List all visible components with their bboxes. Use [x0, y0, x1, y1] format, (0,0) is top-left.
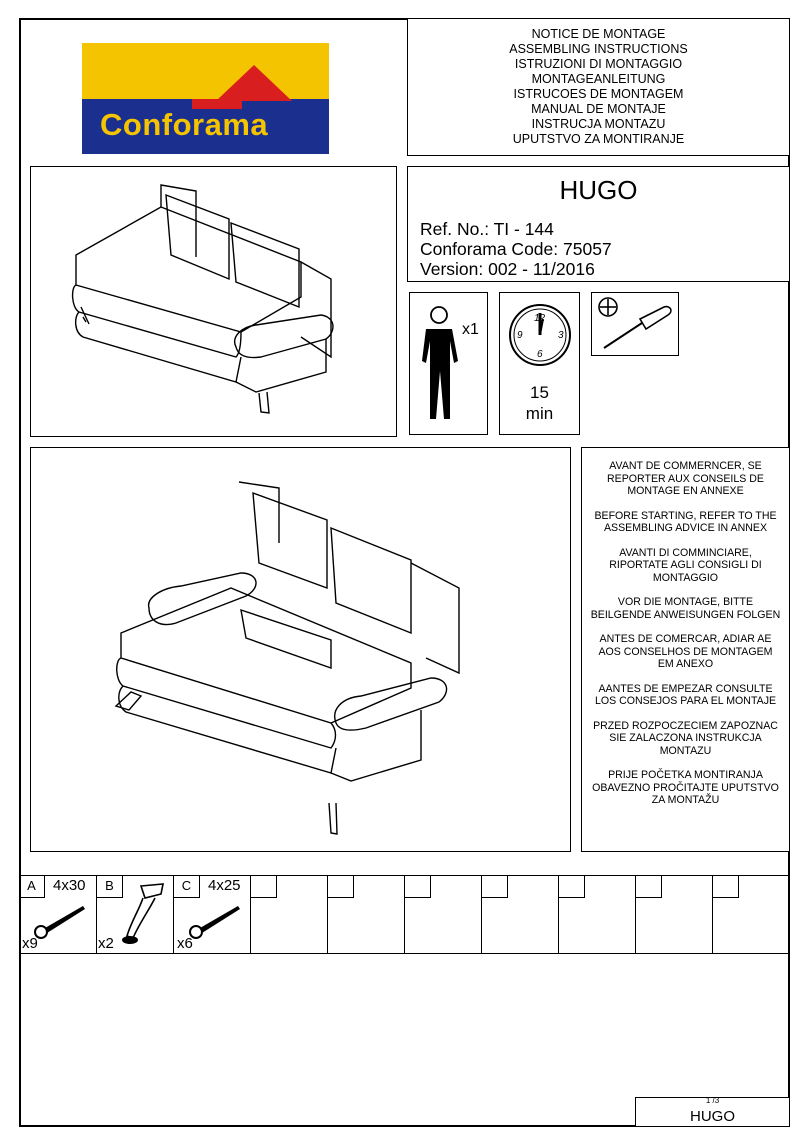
part-tab-empty — [405, 876, 431, 898]
part-tab-empty — [251, 876, 277, 898]
clock-3: 3 — [558, 330, 564, 341]
product-name: HUGO — [559, 175, 638, 205]
house-palm-icon — [192, 61, 292, 109]
ref-number: Ref. No.: TI - 144 — [420, 219, 554, 239]
part-c-qty: x6 — [177, 935, 193, 952]
conforama-logo: Conforama — [82, 43, 329, 154]
time-unit: min — [525, 404, 554, 423]
logo-wordmark: Conforama — [100, 107, 269, 142]
title-box: NOTICE DE MONTAGE ASSEMBLING INSTRUCTION… — [407, 18, 790, 156]
title-fr: NOTICE DE MONTAGE — [531, 27, 666, 41]
sofa-open-box — [30, 447, 571, 852]
part-tab-empty — [713, 876, 739, 898]
persons-box: x1 — [409, 292, 488, 435]
part-c-size: 4x25 — [208, 877, 241, 894]
part-cell-empty — [635, 876, 712, 954]
page-number: 1 /3 — [705, 1096, 720, 1105]
part-cell-empty — [558, 876, 635, 954]
sofa-leg-icon — [122, 883, 164, 944]
worker-icon — [422, 306, 458, 419]
advice-pl: PRZED ROZPOCZECIEM ZAPOZNAC SIE ZALACZON… — [593, 719, 778, 757]
part-a-qty: x9 — [22, 935, 38, 952]
part-c-letter: C — [174, 876, 200, 898]
product-info-box: HUGO Ref. No.: TI - 144 Conforama Code: … — [407, 166, 790, 282]
sofa-open-illustration — [114, 481, 460, 835]
clock-9: 9 — [517, 330, 523, 341]
part-tab-empty — [328, 876, 354, 898]
tools-box — [591, 292, 679, 356]
part-a-letter: A — [19, 876, 45, 898]
part-b-cell: B x2 — [96, 876, 173, 954]
version: Version: 002 - 11/2016 — [420, 259, 595, 279]
clock-6: 6 — [537, 349, 543, 360]
advice-de: VOR DIE MONTAGE, BITTE BEILGENDE ANWEISU… — [590, 596, 781, 621]
screwdriver-icon — [598, 297, 672, 349]
title-it: ISTRUZIONI DI MONTAGGIO — [514, 57, 683, 71]
footer-product-name: HUGO — [690, 1108, 735, 1125]
advice-en: BEFORE STARTING, REFER TO THE ASSEMBLING… — [594, 509, 777, 535]
title-hr: UPUTSTVO ZA MONTIRANJE — [512, 132, 685, 146]
title-pt: ISTRUCOES DE MONTAGEM — [513, 87, 684, 101]
clock-icon — [509, 304, 571, 366]
product-details: Ref. No.: TI - 144 Conforama Code: 75057… — [420, 219, 612, 279]
sofa-overview-box — [30, 166, 397, 437]
conforama-code: Conforama Code: 75057 — [420, 239, 612, 259]
title-de: MONTAGEANLEITUNG — [531, 72, 666, 86]
part-a-cell: A 4x30 x9 — [19, 876, 96, 954]
screw-icon — [34, 906, 85, 939]
advice-es: AANTES DE EMPEZAR CONSULTE LOS CONSEJOS … — [594, 682, 777, 708]
time-value: 15 — [530, 383, 549, 402]
part-c-cell: C 4x25 x6 — [173, 876, 250, 954]
part-tab-empty — [559, 876, 585, 898]
advice-hr: PRIJE POČETKA MONTIRANJA OBAVEZNO PROČIT… — [592, 769, 779, 806]
title-pl: INSTRUCJA MONTAZU — [531, 117, 666, 131]
clock-12: 12 — [534, 313, 546, 324]
part-cell-empty — [250, 876, 327, 954]
title-es: MANUAL DE MONTAJE — [531, 102, 666, 116]
title-en: ASSEMBLING INSTRUCTIONS — [509, 42, 688, 56]
part-b-qty: x2 — [98, 935, 114, 952]
part-cell-empty — [404, 876, 481, 954]
sofa-illustration — [71, 184, 334, 414]
part-tab-empty — [482, 876, 508, 898]
instruction-titles: NOTICE DE MONTAGE ASSEMBLING INSTRUCTION… — [408, 27, 789, 147]
time-box: 12 3 6 9 15 min — [499, 292, 580, 435]
advice-it: AVANTI DI COMMINCIARE, RIPORTATE AGLI CO… — [609, 546, 762, 584]
part-cell-empty — [327, 876, 404, 954]
part-cell-empty — [481, 876, 558, 954]
advice-box: AVANT DE COMMERNCER, SE REPORTER AUX CON… — [581, 447, 790, 852]
part-tab-empty — [636, 876, 662, 898]
screw-icon — [189, 906, 240, 939]
parts-row-top-line — [19, 875, 790, 876]
advice-pt: ANTES DE COMERCAR, ADIAR AE AOS CONSELHO… — [598, 633, 773, 670]
advice-fr: AVANT DE COMMERNCER, SE REPORTER AUX CON… — [607, 460, 764, 497]
part-cell-empty — [712, 876, 790, 954]
footer-box: 1 /3 HUGO — [635, 1096, 790, 1127]
part-b-letter: B — [97, 876, 123, 898]
persons-count: x1 — [462, 321, 479, 338]
part-a-size: 4x30 — [53, 877, 86, 894]
